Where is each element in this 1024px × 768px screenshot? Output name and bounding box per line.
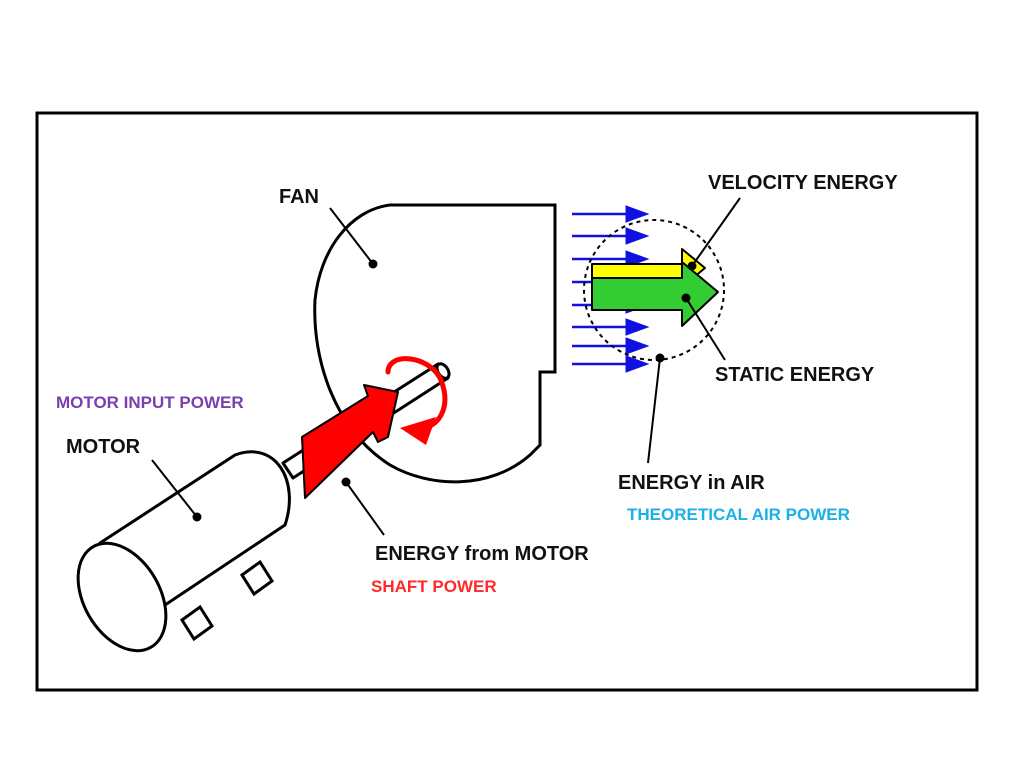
- motor-foot: [239, 559, 275, 597]
- motor-foot: [179, 604, 215, 642]
- label-static-energy: STATIC ENERGY: [715, 364, 875, 386]
- label-motor: MOTOR: [66, 436, 141, 458]
- label-fan: FAN: [279, 186, 319, 208]
- label-motor-input-power: MOTOR INPUT POWER: [56, 393, 244, 412]
- label-energy-from-motor: ENERGY from MOTOR: [375, 543, 589, 565]
- motor: [76, 450, 291, 653]
- rotation-arrow: [385, 356, 448, 445]
- static-energy-arrow: [591, 261, 719, 327]
- label-shaft-power: SHAFT POWER: [371, 577, 497, 596]
- label-energy-in-air: ENERGY in AIR: [618, 472, 765, 494]
- leader-lines: [151, 197, 741, 536]
- shaft-power-arrow: [301, 384, 399, 499]
- label-theoretical-air-power: THEORETICAL AIR POWER: [627, 505, 850, 524]
- label-velocity-energy: VELOCITY ENERGY: [708, 172, 898, 194]
- energy-in-air-boundary: [583, 219, 725, 361]
